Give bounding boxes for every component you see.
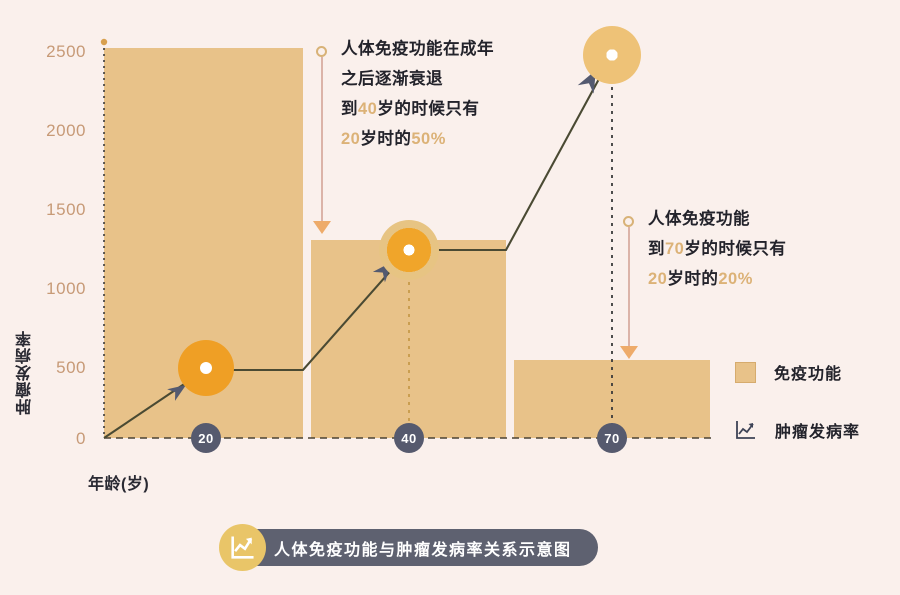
legend-item-immune-function[interactable]: 免疫功能 bbox=[735, 360, 842, 384]
annotation-70-line-3: 20岁时的20% bbox=[648, 264, 786, 294]
data-point-hole bbox=[200, 362, 212, 374]
age-badge-70: 70 bbox=[597, 423, 627, 453]
annotation-plain: 岁时的 bbox=[667, 270, 719, 288]
annotation-highlight: 20% bbox=[718, 270, 753, 288]
annotation-plain: 人体免疫功能在成年 bbox=[341, 40, 494, 58]
annotation-plain: 人体免疫功能 bbox=[648, 210, 750, 228]
y-tick-500: 500 bbox=[56, 358, 86, 377]
legend-label-tumor-incidence: 肿瘤发病率 bbox=[775, 424, 861, 441]
line-arrow-age-20 bbox=[167, 385, 186, 401]
data-point-age-20 bbox=[178, 340, 234, 396]
annotation-70-ring bbox=[623, 216, 634, 227]
line-chart-icon bbox=[219, 524, 266, 571]
annotation-plain: 之后逐渐衰退 bbox=[341, 70, 443, 88]
annotation-highlight: 20 bbox=[341, 130, 361, 148]
annotation-plain: 岁的时候只有 bbox=[377, 100, 480, 118]
y-tick-2500: 2500 bbox=[46, 42, 86, 61]
y-tick-0: 0 bbox=[76, 429, 86, 448]
chart-title-bar: 人体免疫功能与肿瘤发病率关系示意图 bbox=[240, 529, 598, 566]
annotation-70-line-1: 人体免疫功能 bbox=[648, 204, 786, 234]
annotation-70-text: 人体免疫功能 到70岁的时候只有 20岁时的20% bbox=[648, 204, 786, 294]
annotation-40-line-3: 到40岁的时候只有 bbox=[341, 94, 494, 124]
y-axis-top-dot bbox=[100, 38, 108, 46]
annotation-highlight: 20 bbox=[648, 270, 668, 288]
annotation-40-line-1: 人体免疫功能在成年 bbox=[341, 34, 494, 64]
age-badge-20: 20 bbox=[191, 423, 221, 453]
y-axis: 2500 2000 1500 1000 500 0 bbox=[0, 0, 86, 595]
y-tick-2000: 2000 bbox=[46, 121, 86, 140]
annotation-40-text: 人体免疫功能在成年 之后逐渐衰退 到40岁的时候只有 20岁时的50% bbox=[341, 34, 494, 154]
annotation-70-arrowhead bbox=[620, 346, 638, 359]
annotation-plain: 岁的时候只有 bbox=[684, 240, 787, 258]
annotation-40-line-2: 之后逐渐衰退 bbox=[341, 64, 494, 94]
data-point-age-40 bbox=[379, 220, 439, 280]
annotation-plain: 到 bbox=[341, 100, 358, 118]
data-point-age-70 bbox=[583, 26, 641, 84]
annotation-40-arrowhead bbox=[313, 221, 331, 234]
y-tick-1500: 1500 bbox=[46, 200, 86, 219]
annotation-40-stem bbox=[321, 57, 323, 221]
annotation-highlight: 70 bbox=[665, 240, 685, 258]
chart-title-text: 人体免疫功能与肿瘤发病率关系示意图 bbox=[274, 541, 572, 559]
annotation-highlight: 50% bbox=[411, 130, 446, 148]
annotation-plain: 岁时的 bbox=[360, 130, 412, 148]
annotation-highlight: 40 bbox=[358, 100, 378, 118]
annotation-70-stem bbox=[628, 227, 630, 346]
x-axis-title: 年龄(岁) bbox=[88, 476, 150, 493]
legend-item-tumor-incidence[interactable]: 肿瘤发病率 bbox=[735, 418, 860, 442]
square-swatch-icon bbox=[735, 361, 756, 383]
annotation-40-ring bbox=[316, 46, 327, 57]
y-tick-1000: 1000 bbox=[46, 279, 86, 298]
age-badge-40: 40 bbox=[394, 423, 424, 453]
annotation-40-line-4: 20岁时的50% bbox=[341, 124, 494, 154]
legend-label-immune-function: 免疫功能 bbox=[774, 366, 843, 383]
annotation-plain: 到 bbox=[648, 240, 665, 258]
annotation-70-line-2: 到70岁的时候只有 bbox=[648, 234, 786, 264]
line-chart-icon bbox=[735, 419, 757, 441]
